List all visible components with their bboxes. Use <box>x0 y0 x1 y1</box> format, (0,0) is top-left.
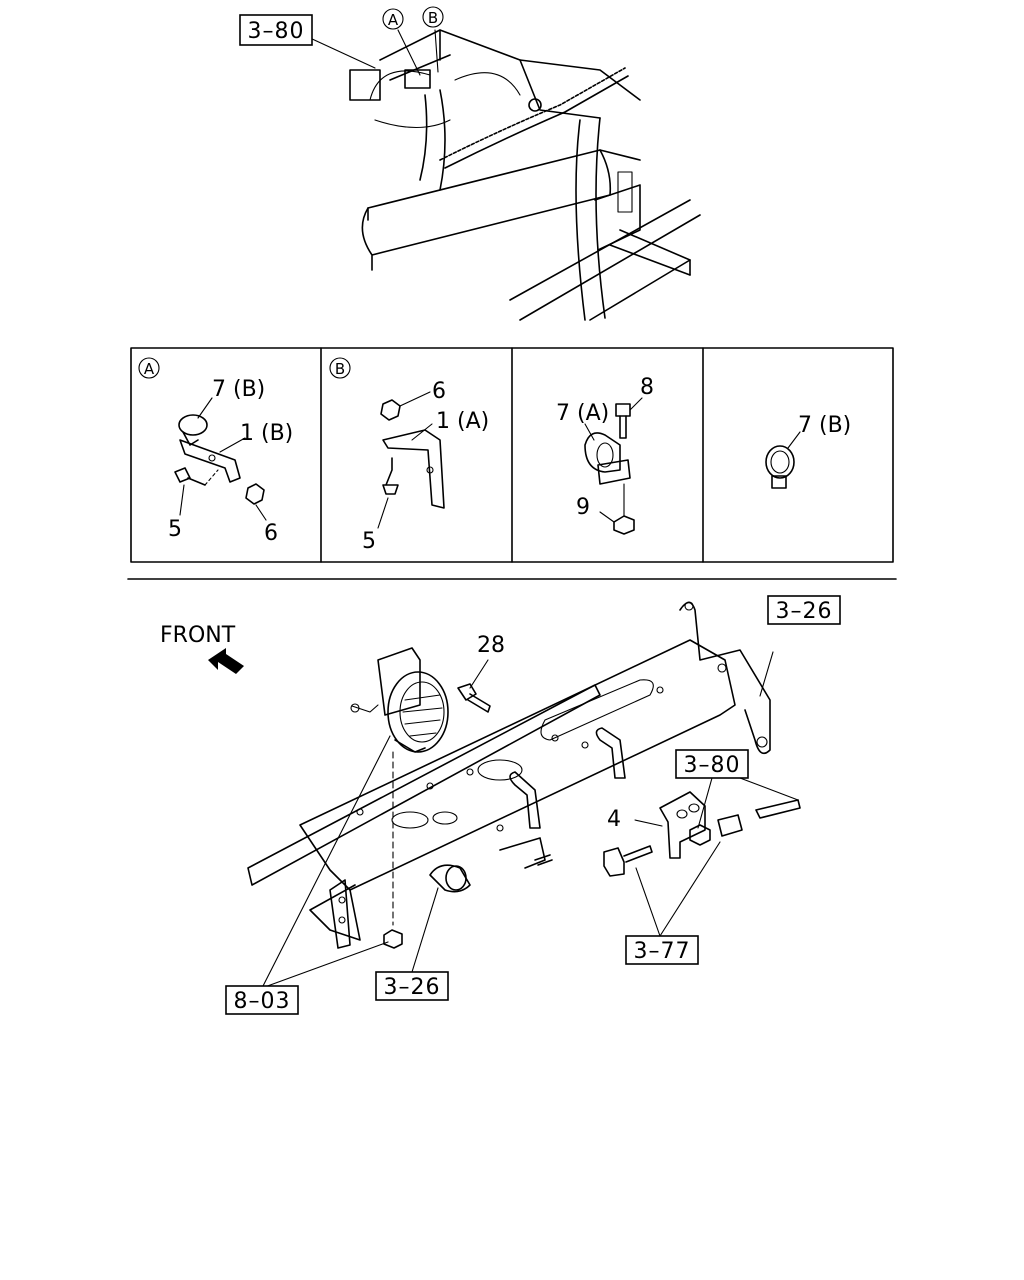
ref-box-8-03[interactable]: 8–03 <box>225 985 299 1015</box>
svg-text:8–03: 8–03 <box>234 989 291 1014</box>
svg-text:3–80: 3–80 <box>248 19 305 44</box>
panel-a-label-6[interactable]: 6 <box>264 521 278 546</box>
panel-c-label-7a[interactable]: 7 (A) <box>556 401 609 426</box>
panel-a-label-7b[interactable]: 7 (B) <box>212 377 265 402</box>
ref-box-3-80-bottom[interactable]: 3–80 <box>675 749 749 779</box>
panel-b-id-circle: B <box>329 357 351 379</box>
panel-a-label-1b[interactable]: 1 (B) <box>240 421 293 446</box>
panel-a-label-5[interactable]: 5 <box>168 517 182 542</box>
svg-text:3–77: 3–77 <box>634 939 691 964</box>
panel-a-id-circle: A <box>138 357 160 379</box>
svg-text:B: B <box>335 360 345 378</box>
svg-text:3–80: 3–80 <box>684 753 741 778</box>
detail-panel-c: 7 (A) 8 9 <box>556 375 654 535</box>
part-label-4[interactable]: 4 <box>607 807 621 832</box>
detail-panel-a: A 7 (B) 1 (B) 5 6 <box>138 357 293 546</box>
detail-panel-d: 7 (B) <box>765 413 851 489</box>
ref-box-3-77[interactable]: 3–77 <box>625 935 699 965</box>
ref-box-3-26-top[interactable]: 3–26 <box>767 595 841 625</box>
svg-text:3–26: 3–26 <box>384 975 441 1000</box>
front-label: FRONT <box>160 623 236 648</box>
svg-text:A: A <box>388 11 399 29</box>
panel-c-label-9[interactable]: 9 <box>576 495 590 520</box>
ref-box-3-26-bottom[interactable]: 3–26 <box>375 971 449 1001</box>
part-label-28[interactable]: 28 <box>477 633 505 658</box>
ref-box-3-80-top[interactable]: 3–80 <box>239 14 313 46</box>
bottom-assembly-view: FRONT 28 4 <box>160 601 801 989</box>
panel-d-label-7b[interactable]: 7 (B) <box>798 413 851 438</box>
panel-c-label-8[interactable]: 8 <box>640 375 654 400</box>
callout-b[interactable]: B <box>422 6 444 28</box>
svg-text:A: A <box>144 360 155 378</box>
front-arrow-icon <box>208 648 244 674</box>
callout-a[interactable]: A <box>382 8 404 30</box>
panel-b-label-5[interactable]: 5 <box>362 529 376 554</box>
svg-text:3–26: 3–26 <box>776 599 833 624</box>
panel-b-label-6[interactable]: 6 <box>432 379 446 404</box>
panel-b-label-1a[interactable]: 1 (A) <box>436 409 489 434</box>
svg-text:B: B <box>428 9 438 27</box>
detail-panels <box>130 347 894 563</box>
top-assembly-view <box>309 29 701 321</box>
detail-panel-b: B 6 1 (A) 5 <box>329 357 489 554</box>
